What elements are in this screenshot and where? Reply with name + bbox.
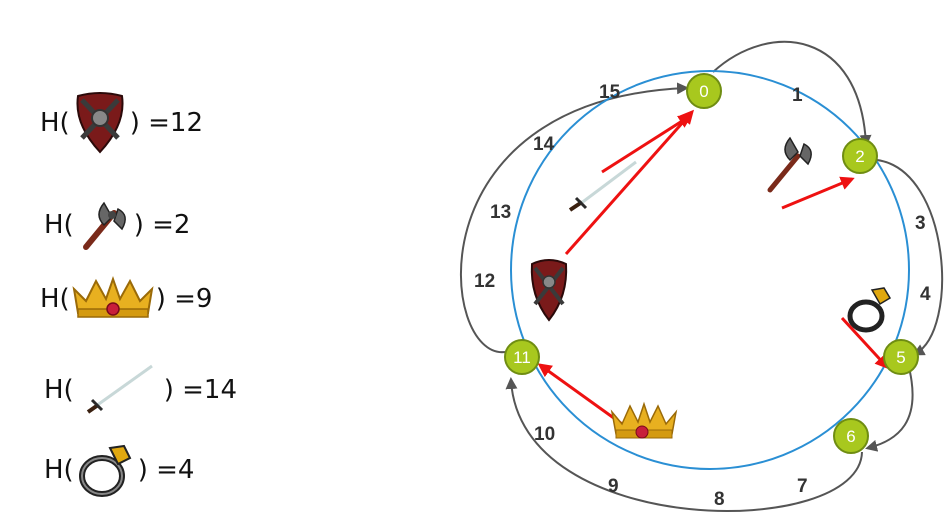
successor-arrow-5-6: [865, 371, 914, 452]
hash-entry-axe: H( ) =2: [44, 195, 190, 255]
ring-icon: [847, 287, 892, 333]
ring-node-label: 0: [699, 82, 708, 101]
hash-suffix: ) =9: [155, 284, 213, 314]
hash-prefix: H(: [44, 455, 74, 485]
ring-node-label: 2: [855, 147, 864, 166]
crown-icon: [72, 275, 154, 318]
hash-suffix: ) =12: [129, 108, 203, 138]
ring-node: 5: [883, 339, 919, 375]
hash-suffix: ) =4: [137, 455, 195, 485]
successor-arrow-11-0: [460, 82, 689, 354]
mapping-arrow-sword: [601, 114, 693, 174]
ring-position-label: 1: [792, 85, 803, 106]
sword-icon: [86, 364, 153, 414]
sword-icon: [568, 160, 637, 212]
ring-node: 0: [686, 73, 722, 109]
mapping-arrow-shield: [564, 109, 694, 255]
ring-position-label: 15: [599, 82, 621, 103]
ring-position-label: 7: [797, 476, 808, 497]
ring-node: 11: [504, 339, 540, 375]
ring-position-label: 8: [714, 489, 725, 510]
ring-node: 6: [833, 418, 869, 454]
ring-position-label: 10: [534, 424, 555, 445]
ring-node-label: 5: [896, 348, 905, 367]
crown-icon: [610, 401, 678, 439]
ring-node: 2: [842, 138, 878, 174]
ring-position-label: 9: [608, 476, 619, 497]
hash-ring: [510, 70, 910, 470]
successor-arrow-0-2: [712, 40, 872, 147]
successor-arrow-6-11: [505, 377, 863, 512]
hash-entry-ring: H( ) =4: [44, 440, 194, 500]
mapping-arrow-ring: [840, 316, 890, 370]
mapping-arrow-axe: [781, 176, 855, 210]
ring-icon: [78, 444, 132, 497]
hash-suffix: ) =2: [133, 210, 191, 240]
shield-icon: [530, 259, 568, 322]
hash-prefix: H(: [44, 375, 74, 405]
successor-arrow-2-5: [876, 159, 944, 356]
hash-suffix: ) =14: [163, 375, 237, 405]
hash-entry-sword: H( ) =14: [44, 360, 237, 420]
ring-node-label: 11: [513, 348, 531, 367]
ring-position-label: 12: [474, 271, 495, 292]
ring-node-label: 6: [846, 427, 855, 446]
hash-prefix: H(: [40, 108, 70, 138]
ring-position-label: 13: [490, 202, 511, 223]
hash-prefix: H(: [40, 284, 70, 314]
axe-icon: [767, 136, 812, 193]
hash-prefix: H(: [44, 210, 74, 240]
ring-position-label: 3: [915, 213, 926, 234]
ring-position-label: 4: [920, 284, 931, 305]
hash-function-list: H( ) =12 H( ) =2 H( ) =9 H(: [0, 0, 300, 531]
axe-icon: [82, 201, 126, 250]
ring-position-label: 14: [533, 134, 555, 155]
hash-entry-shield: H( ) =12: [40, 90, 203, 156]
shield-icon: [76, 92, 124, 154]
hash-entry-crown: H( ) =9: [40, 275, 212, 323]
